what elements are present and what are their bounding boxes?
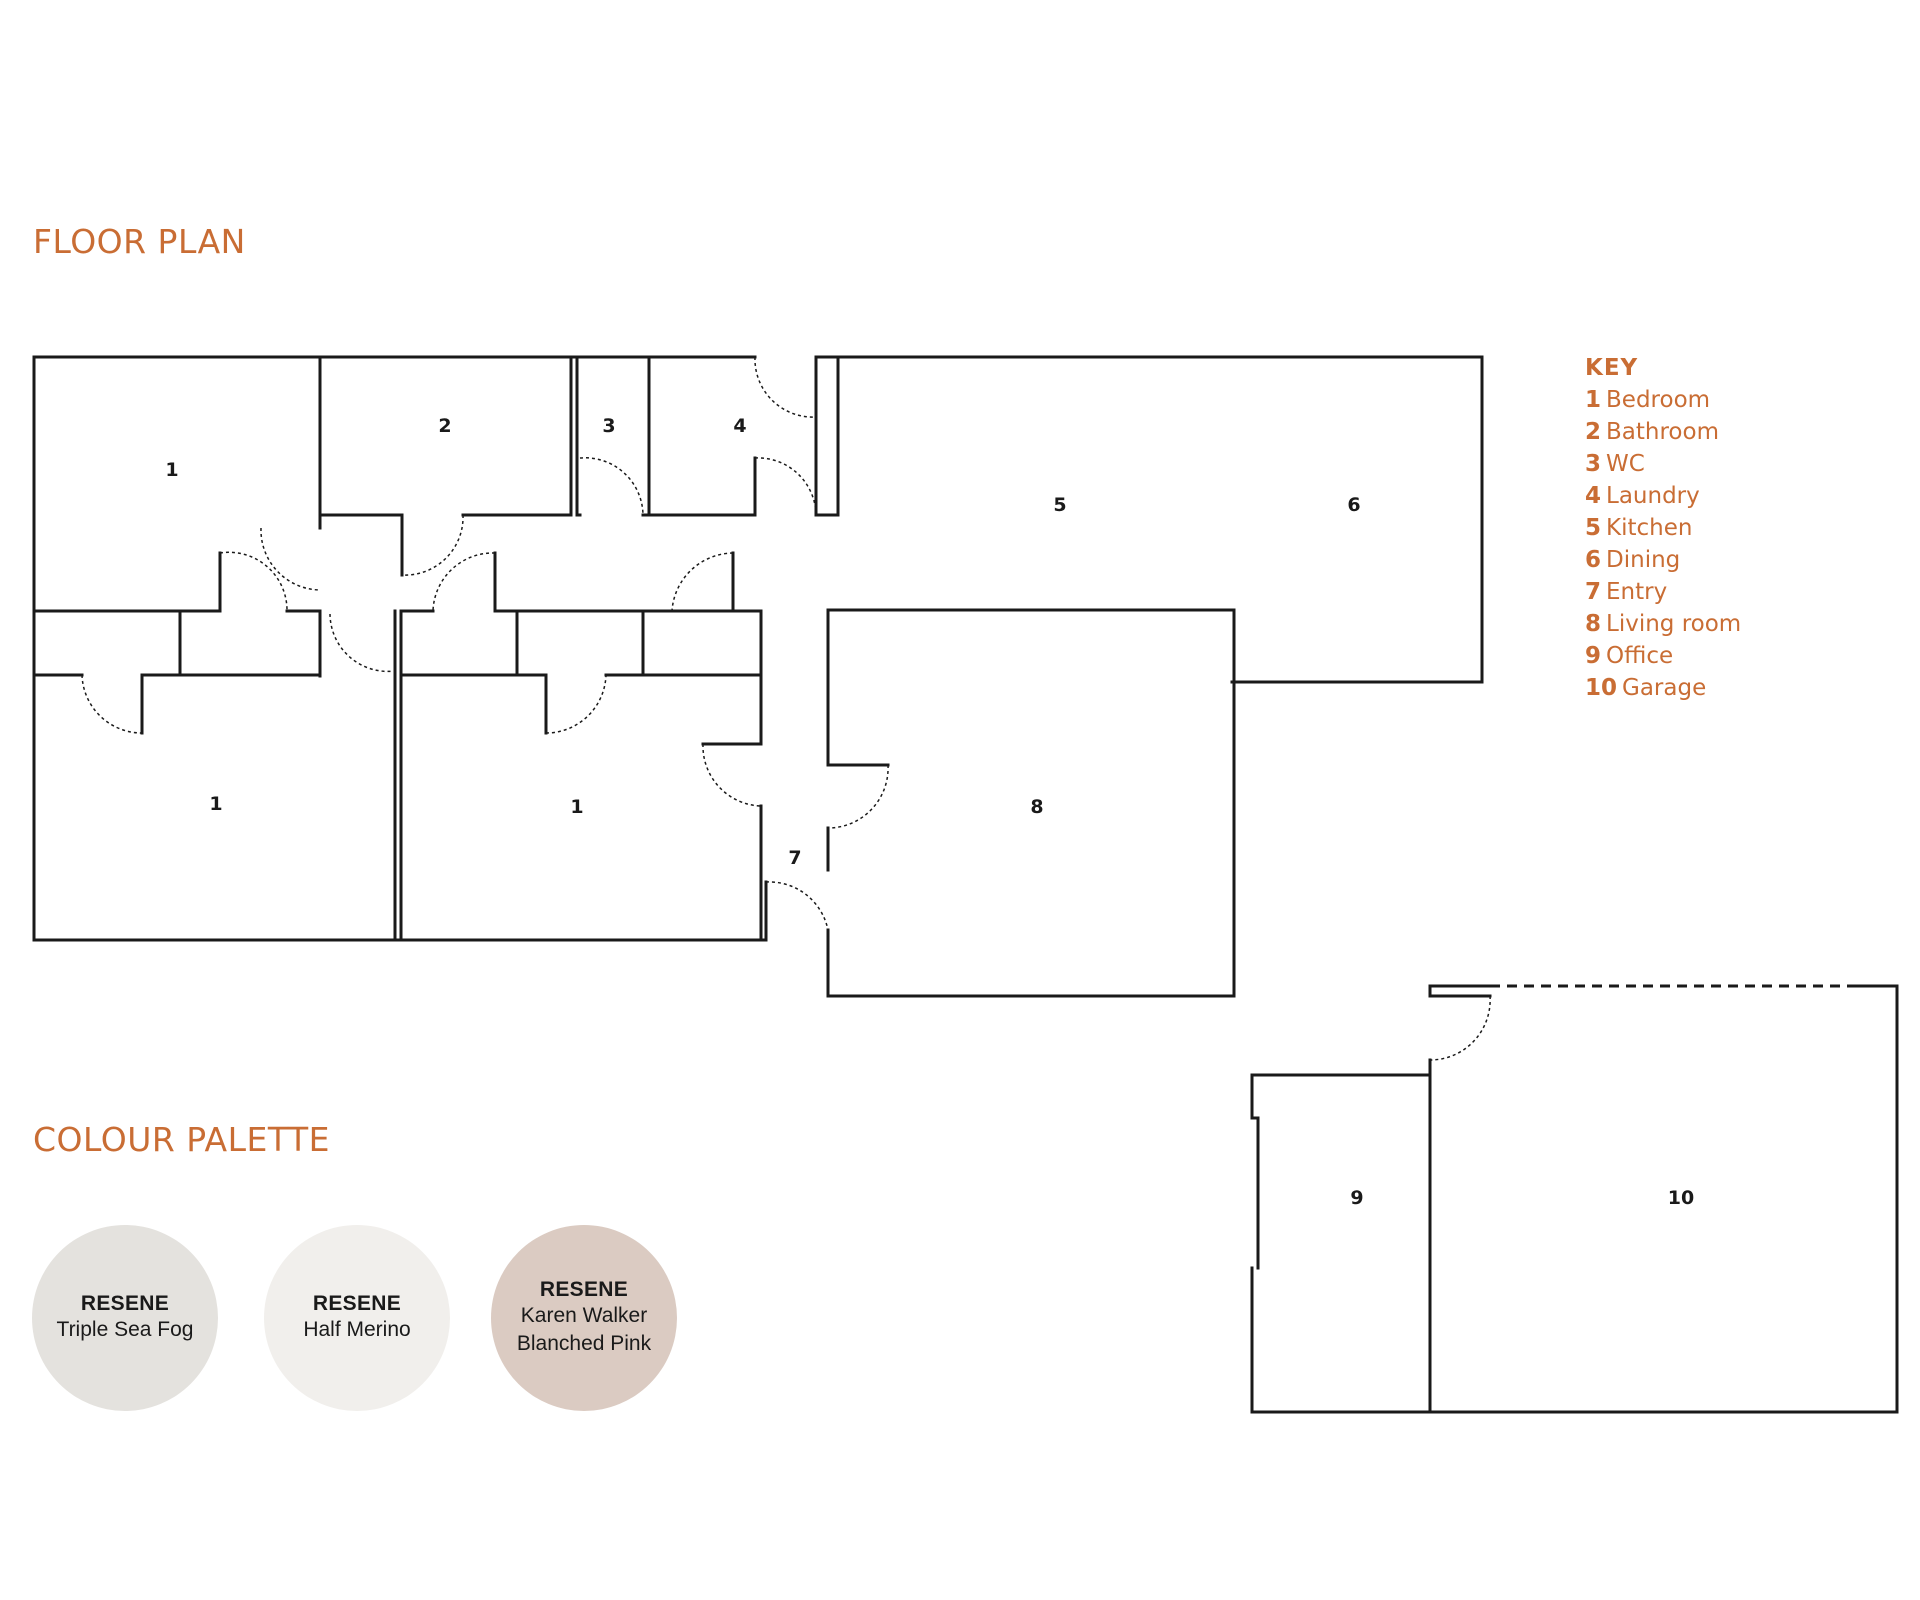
- swatch-name: Triple Sea Fog: [56, 1318, 194, 1341]
- room-label-kitchen: 5: [1053, 494, 1066, 516]
- swatch-blanched-pink: RESENE Karen Walker Blanched Pink: [491, 1225, 677, 1411]
- room-label-garage: 10: [1668, 1187, 1694, 1209]
- swatch-brand: RESENE: [539, 1278, 629, 1301]
- key-label: Garage: [1622, 675, 1707, 701]
- floor-plan-title: FLOOR PLAN: [33, 222, 246, 261]
- entry-door-swing: [765, 881, 829, 931]
- key-number: 7: [1585, 579, 1602, 605]
- bedroom3-wardrobe2-swing: [671, 552, 734, 612]
- bedroom3-stub: [493, 551, 763, 746]
- room-labels: 1 2 3 4 5 6 1 1 7 8 9 10: [165, 415, 1694, 1209]
- laundry-door-swing: [754, 457, 817, 518]
- colour-palette-title: COLOUR PALETTE: [33, 1120, 330, 1159]
- key-label: Living room: [1606, 611, 1742, 637]
- swatch-name: Half Merino: [303, 1318, 411, 1341]
- garage-entry-stub: [1428, 984, 1492, 998]
- room-label-bedroom-3: 1: [570, 796, 583, 818]
- bedroom1-door-swing: [260, 527, 321, 591]
- key-number: 2: [1585, 419, 1602, 445]
- hall-door-swing: [329, 613, 396, 673]
- swatch-brand: RESENE: [80, 1292, 170, 1315]
- key-label: Kitchen: [1606, 515, 1693, 541]
- key-label: WC: [1606, 451, 1645, 477]
- wardrobe-door-swing: [219, 551, 288, 612]
- swatch-half-merino: RESENE Half Merino: [264, 1225, 450, 1411]
- living-door-swing: [827, 764, 889, 829]
- wardrobe-wall-right: [285, 609, 322, 678]
- key-number: 4: [1585, 483, 1602, 509]
- bedroom3-entry-swing: [702, 743, 762, 807]
- key-number: 8: [1585, 611, 1602, 637]
- key-number: 5: [1585, 515, 1602, 541]
- bathroom-bottom-left: [318, 513, 404, 577]
- key-number: 1: [1585, 387, 1602, 413]
- room-label-laundry: 4: [733, 415, 746, 437]
- key-label: Office: [1606, 643, 1674, 669]
- wc-door-swing: [579, 457, 644, 516]
- key-label: Bathroom: [1606, 419, 1719, 445]
- key-title: KEY: [1585, 355, 1639, 381]
- room-label-living: 8: [1030, 796, 1043, 818]
- wardrobe-front-right: [140, 673, 322, 735]
- key-number: 3: [1585, 451, 1602, 477]
- house-doors: [81, 356, 889, 931]
- bathroom-top: [318, 355, 573, 517]
- key-label: Dining: [1606, 547, 1681, 573]
- swatch-triple-sea-fog: RESENE Triple Sea Fog: [32, 1225, 218, 1411]
- room-label-entry: 7: [788, 847, 801, 869]
- room-label-dining: 6: [1347, 494, 1360, 516]
- house-walls: [32, 355, 1484, 998]
- room-label-bedroom-1: 1: [165, 459, 178, 481]
- outer-wall-northeast: [814, 355, 1484, 684]
- laundry-east-wall: [814, 355, 840, 517]
- bedroom3-wardrobe-front: [399, 673, 548, 735]
- living-room: [826, 608, 1236, 998]
- key-label: Laundry: [1606, 483, 1700, 509]
- key-number: 10: [1585, 675, 1618, 701]
- outer-wall-west: [32, 355, 766, 942]
- front-door-swing: [754, 356, 817, 418]
- garage-door-swing: [1429, 995, 1491, 1061]
- bedroom3-door-swing: [432, 552, 496, 612]
- key-label: Bedroom: [1606, 387, 1711, 413]
- key-label: Entry: [1606, 579, 1668, 605]
- bathroom-door-swing: [401, 514, 464, 576]
- garage-walls: [1250, 984, 1899, 1414]
- living-room-west: [826, 608, 890, 767]
- office-walls: [1250, 1073, 1432, 1414]
- bedroom2-wardrobe-swing: [81, 674, 143, 734]
- room-label-bedroom-2: 1: [209, 793, 222, 815]
- key-number: 9: [1585, 643, 1602, 669]
- bedroom3-wardrobe-swing: [545, 674, 607, 734]
- room-label-bathroom: 2: [438, 415, 451, 437]
- laundry-bottom: [641, 456, 757, 517]
- room-label-wc: 3: [602, 415, 615, 437]
- swatch-name: Karen Walker Blanched Pink: [516, 1304, 652, 1355]
- garage-walls-path: [1428, 984, 1899, 1414]
- room-label-office: 9: [1350, 1187, 1363, 1209]
- key-number: 6: [1585, 547, 1602, 573]
- swatch-brand: RESENE: [312, 1292, 402, 1315]
